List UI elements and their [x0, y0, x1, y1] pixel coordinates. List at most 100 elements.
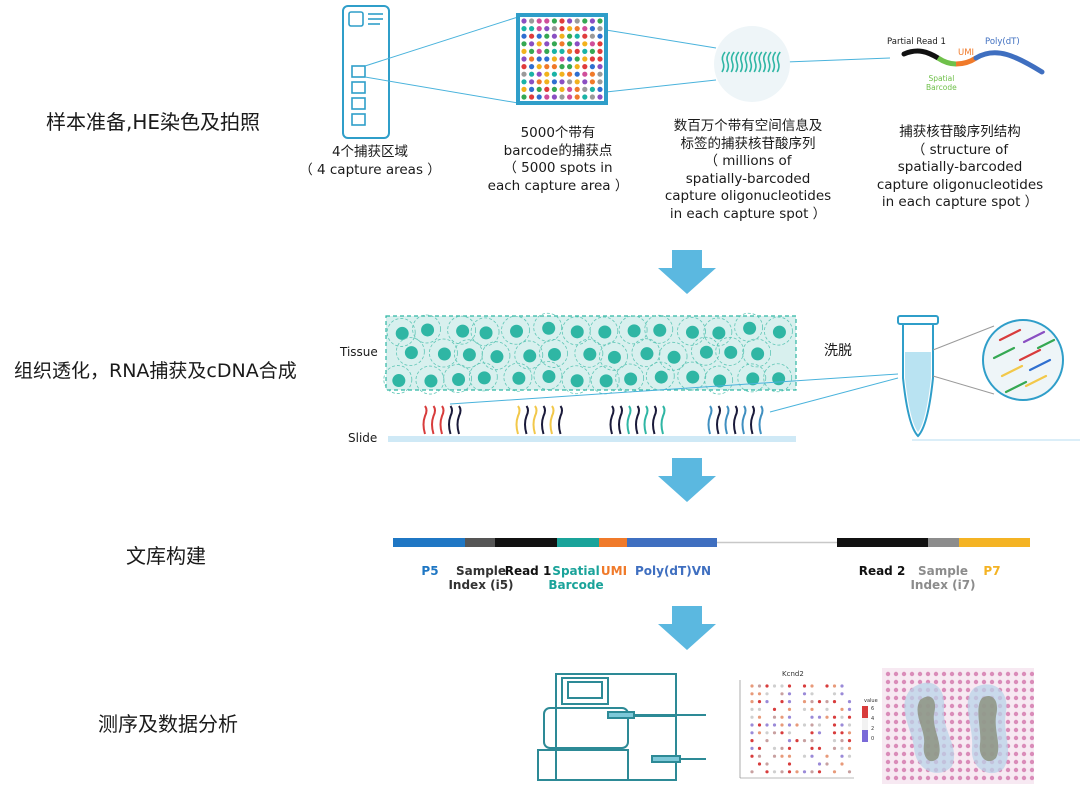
- tissue-cell: [443, 364, 472, 393]
- overlay-spot: [965, 767, 971, 773]
- plot-spot: [765, 700, 769, 704]
- label-polydt: Poly(dT): [985, 37, 1020, 47]
- plot-spot: [757, 723, 762, 727]
- spot-dot: [574, 18, 580, 24]
- spot-dot: [567, 48, 573, 55]
- plot-spot: [757, 692, 762, 696]
- overlay-spot: [1021, 775, 1027, 781]
- overlay-spot: [893, 719, 899, 725]
- spot-dot: [567, 86, 573, 92]
- plot-spot: [847, 754, 852, 758]
- tissue-cell: [395, 337, 425, 367]
- overlay-spot: [901, 743, 907, 749]
- spot-dot: [582, 71, 588, 77]
- spot-dot: [559, 64, 565, 70]
- overlay-spot: [893, 711, 899, 717]
- plot-spot: [780, 754, 784, 758]
- plot-spot: [810, 715, 814, 719]
- step-label-permeabilization: 组织透化，RNA捕获及cDNA合成: [14, 360, 297, 382]
- spot-dot: [529, 26, 535, 32]
- plot-spot: [847, 723, 852, 727]
- cdna-strand: [1000, 364, 1024, 378]
- cell-nucleus: [751, 347, 765, 361]
- overlay-spot: [949, 775, 955, 781]
- spot-dot: [597, 18, 603, 24]
- spot-dot: [574, 56, 580, 62]
- down-arrow-1: [658, 250, 716, 294]
- overlay-spot: [957, 727, 963, 733]
- overlay-spot: [901, 695, 907, 701]
- plot-spot: [832, 692, 837, 696]
- plot-spot: [810, 692, 814, 696]
- plot-spot: [795, 739, 799, 743]
- plot-spot: [817, 746, 822, 750]
- overlay-spot: [925, 671, 931, 677]
- tissue-cell: [644, 314, 674, 344]
- slide-oligo: [541, 405, 546, 435]
- spot-dot: [589, 48, 596, 55]
- slide-oligo: [724, 405, 730, 435]
- legend-tick-0: 6: [871, 706, 874, 712]
- spot-dot: [529, 41, 535, 47]
- oligo-strand: [753, 51, 758, 73]
- cell-nucleus: [624, 372, 638, 386]
- spot-dot: [544, 71, 550, 77]
- spot-dot: [567, 56, 573, 62]
- tissue-cell: [539, 339, 568, 368]
- spot-dot: [521, 79, 527, 85]
- spot-dot: [589, 79, 596, 85]
- overlay-spot: [1021, 767, 1027, 773]
- tissue-cell: [386, 318, 416, 347]
- slide-oligo: [626, 405, 632, 435]
- tissue-cell: [468, 362, 498, 392]
- plot-spot: [810, 707, 814, 711]
- spot-dot: [582, 48, 588, 55]
- overlay-spot: [957, 719, 963, 725]
- spot-dot: [544, 94, 550, 100]
- oligo-strand: [748, 51, 754, 73]
- overlay-spot: [949, 727, 955, 733]
- plot-spot: [832, 739, 837, 743]
- spot-dot: [574, 86, 580, 92]
- spot-dot: [559, 26, 565, 32]
- plot-spot: [750, 746, 754, 750]
- step-label-sequencing: 测序及数据分析: [98, 712, 238, 736]
- overlay-spot: [957, 751, 963, 757]
- spot-dot: [544, 18, 550, 24]
- cell-nucleus: [712, 326, 726, 340]
- slide-oligo: [515, 405, 521, 435]
- label-partial-read1: Partial Read 1: [887, 37, 946, 47]
- plot-spot: [780, 684, 784, 688]
- spot-dot: [589, 33, 596, 39]
- overlay-spot: [1029, 671, 1034, 677]
- tissue-cell: [561, 365, 591, 395]
- cell-nucleus: [570, 374, 584, 388]
- spot-dot: [597, 48, 603, 55]
- plot-spot: [750, 692, 754, 696]
- spot-dot: [551, 86, 558, 92]
- slide-oligo: [707, 405, 713, 435]
- plot-spot: [802, 692, 807, 696]
- spot-dot: [544, 79, 550, 85]
- step-label-sample-prep: 样本准备,HE染色及拍照: [46, 110, 261, 134]
- cdna-strand: [998, 328, 1022, 342]
- oligo-strand: [730, 51, 735, 73]
- overlay-spot: [1021, 751, 1027, 757]
- overlay-spot: [893, 671, 899, 677]
- cell-nucleus: [667, 350, 681, 364]
- tissue-cell: [737, 363, 767, 393]
- overlay-spot: [1013, 727, 1019, 733]
- label-i5: Sample Index (i5): [448, 564, 514, 592]
- cell-nucleus: [452, 373, 466, 387]
- plot-spot: [772, 731, 777, 735]
- overlay-spot: [917, 767, 923, 773]
- plot-spot: [780, 723, 784, 727]
- cell-nucleus: [490, 350, 504, 364]
- plot-spot: [757, 715, 762, 719]
- spot-dot: [521, 64, 527, 70]
- spot-dot: [597, 71, 603, 77]
- spot-dot: [567, 79, 573, 85]
- plot-spot: [825, 700, 829, 704]
- overlay-spot: [1013, 743, 1019, 749]
- overlay-spot: [973, 775, 979, 781]
